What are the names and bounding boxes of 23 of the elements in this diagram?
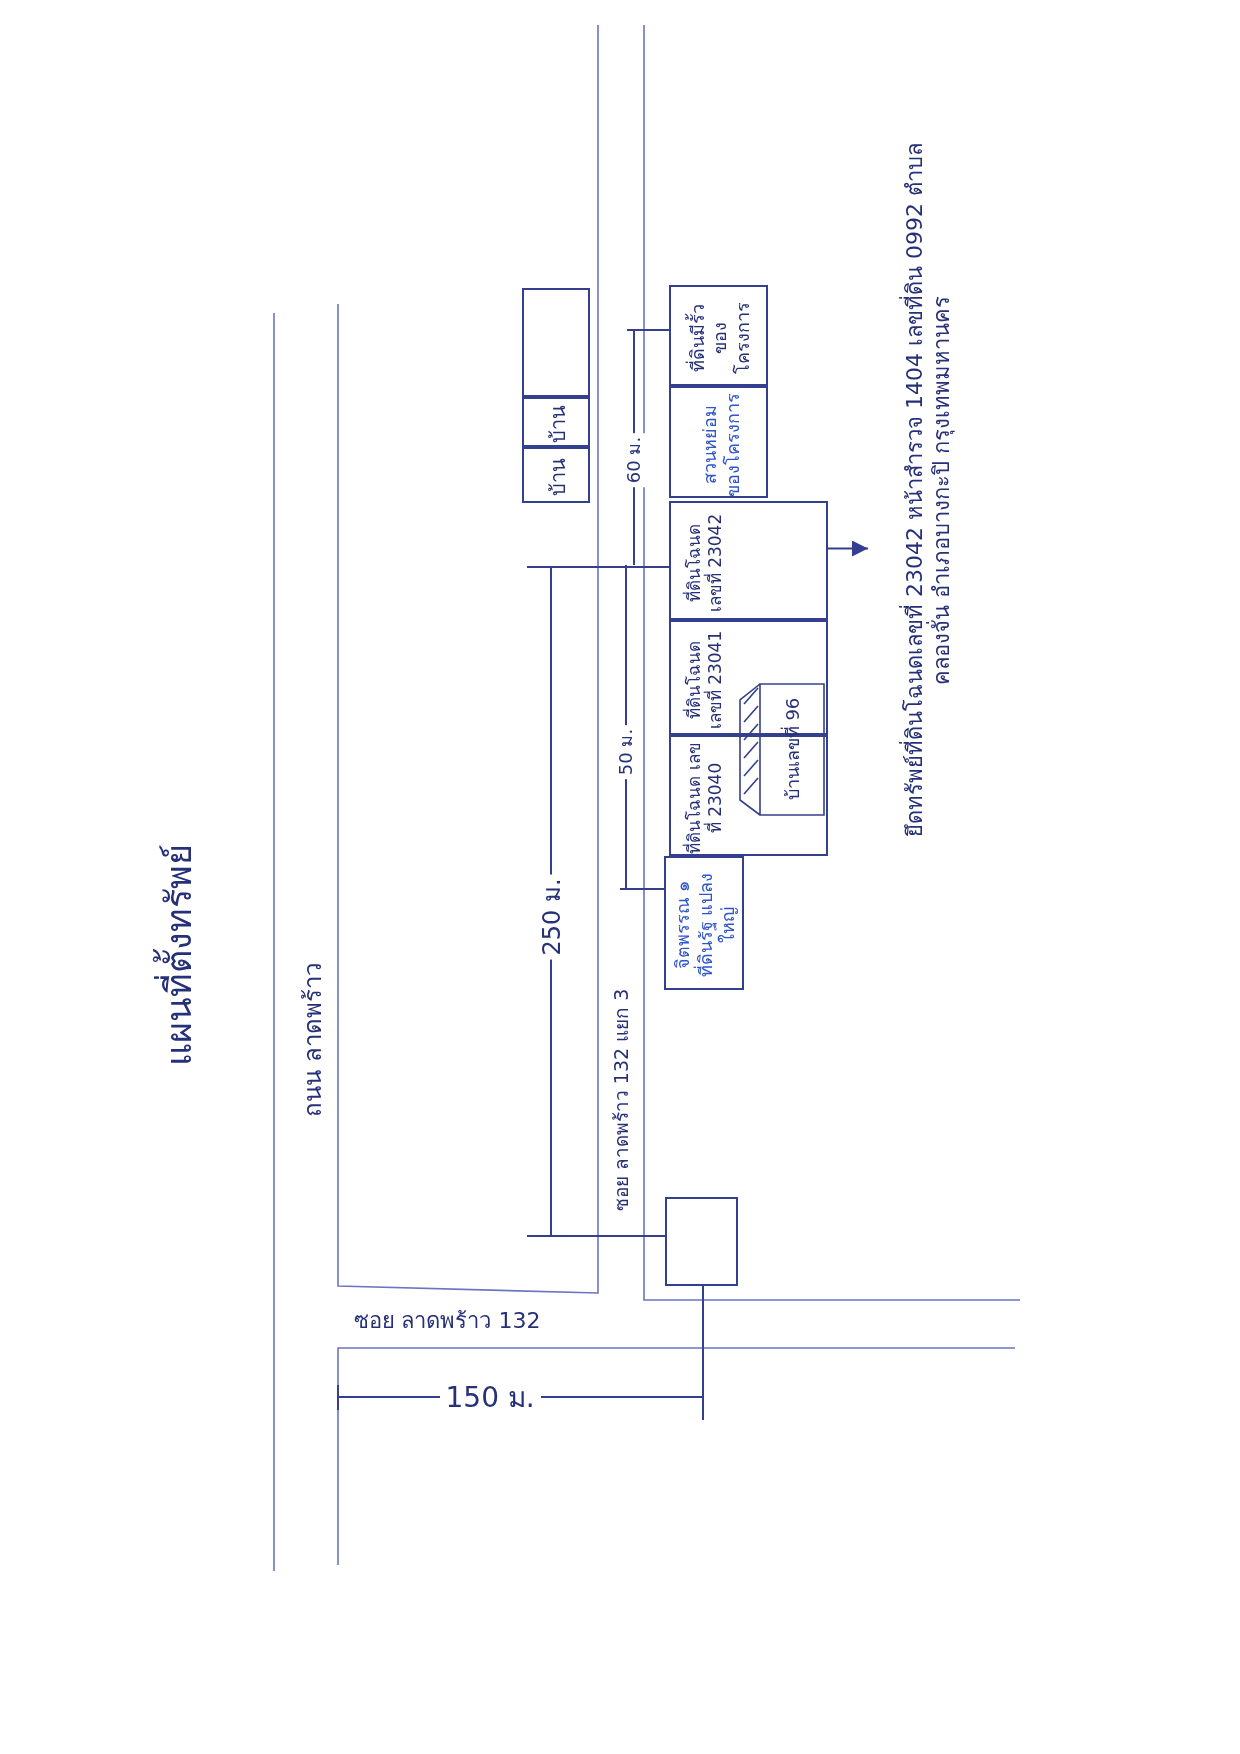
arrow xyxy=(827,540,869,557)
road-name: ซอย ลาดพร้าว 132 แยก 3 xyxy=(609,987,634,1214)
house-cell xyxy=(522,447,590,503)
plot-label: ที่ดินมีรั้ว ของโครงการ xyxy=(684,300,754,376)
plot-label: ที่ดินโฉนด เลขที่ 23040 xyxy=(681,741,725,854)
road-name: ซอย ลาดพร้าว 132 xyxy=(353,1306,541,1335)
map-title: แผนที่ตั้งทรัพย์ xyxy=(148,765,208,1145)
store-box xyxy=(665,1197,738,1286)
plot-label: สวนหย่อม ของโครงการ xyxy=(697,392,743,496)
garden-box xyxy=(669,386,768,498)
plot-label: จิตพรรณ ๑ ที่ดินรัฐ แปลงใหญ่ xyxy=(671,871,740,980)
plot-label: ที่ดินโฉนด เลขที่ 23042 xyxy=(681,512,725,614)
land-plot-box xyxy=(664,856,744,990)
plot-label: บ้าน xyxy=(544,457,571,498)
caption-text: ยึดทรัพย์ที่ดินโฉนดเลขที่ 23042 หน้าสำรวจ 1404 เลขที่ดิน 0992 ตำบล คลองจั่น อำเภอบางกะปิ กรุงเทพมหานคร xyxy=(898,142,956,839)
plot-label: บ้าน xyxy=(544,404,571,445)
house-number: บ้านเลขที่ 96 xyxy=(779,696,803,803)
land-plot-box xyxy=(669,285,768,386)
house-cell xyxy=(522,397,590,447)
land-plot-box xyxy=(669,501,828,620)
road-name: ถนน ลาดพร้าว xyxy=(298,962,328,1119)
house-cell xyxy=(522,288,590,397)
plot-label: ที่ดินโฉนด เลขที่ 23041 xyxy=(681,629,725,731)
